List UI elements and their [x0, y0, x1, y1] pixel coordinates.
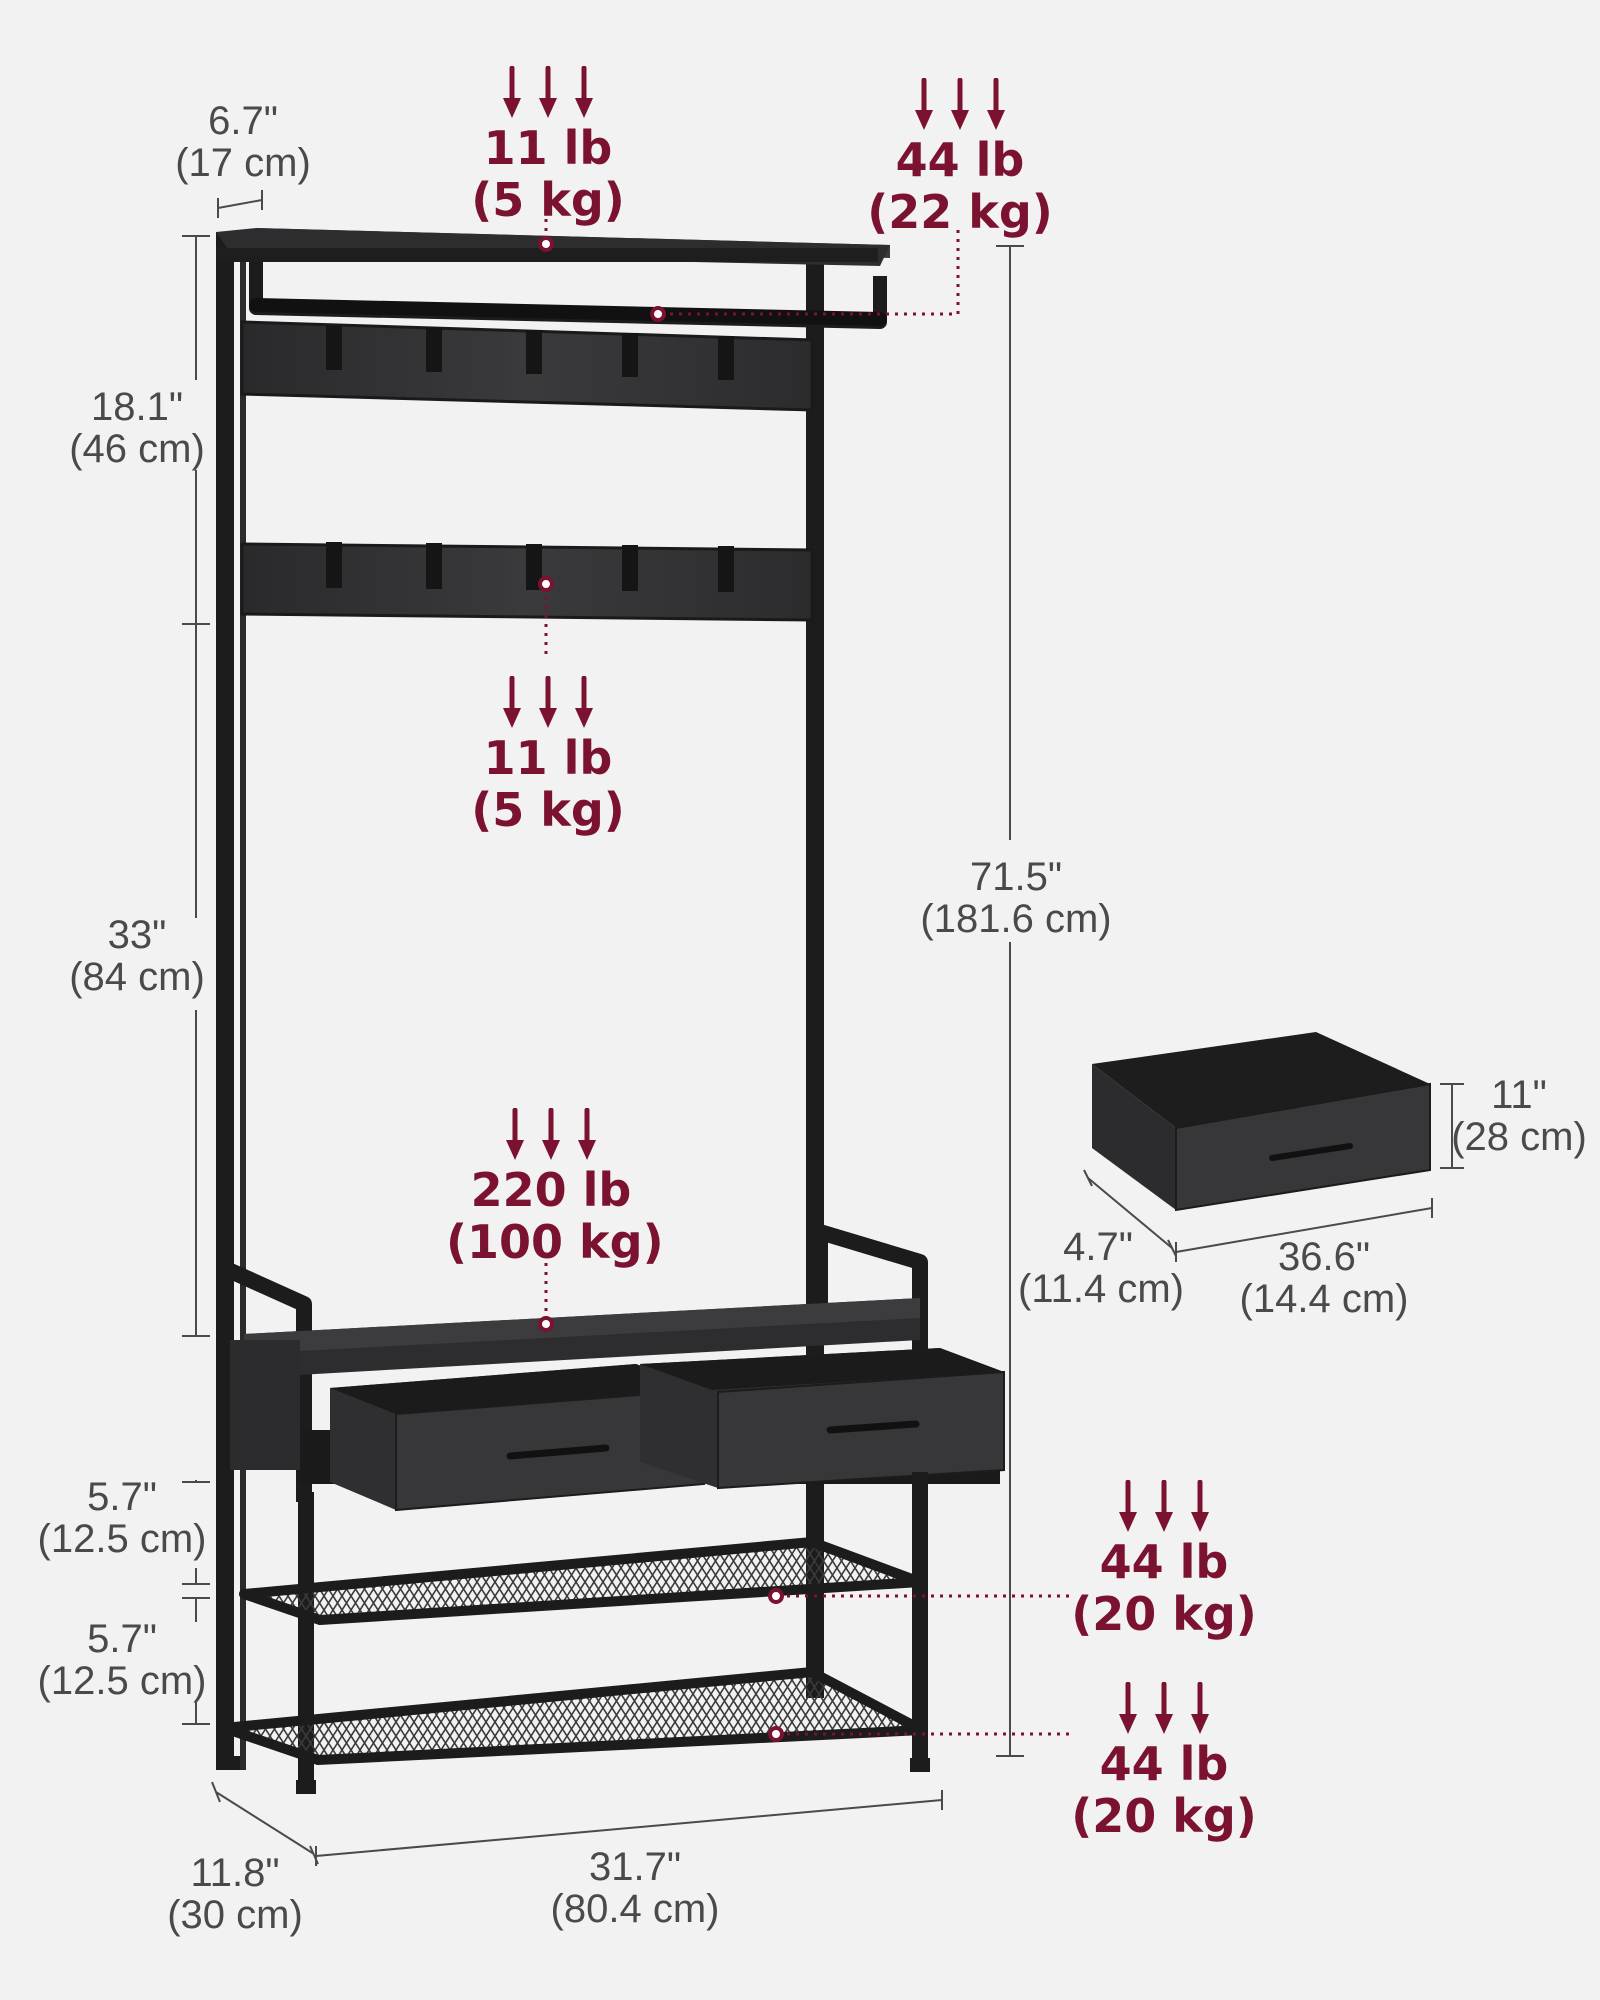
bench-load-kg: (100 kg) — [446, 1215, 664, 1269]
bench-load: 220 lb (100 kg) — [446, 1108, 664, 1269]
base-width-label: 31.7" (80.4 cm) — [530, 1846, 740, 1930]
drawer-height-cm: (28 cm) — [1451, 1115, 1587, 1159]
load-arrows-icon — [860, 78, 1060, 134]
shelf-gap-1-cm: (12.5 cm) — [37, 1517, 207, 1561]
upper-section-cm: (46 cm) — [69, 427, 205, 471]
base-depth-in: 11.8" — [190, 1851, 280, 1895]
shelf-gap-2-cm: (12.5 cm) — [37, 1659, 207, 1703]
drawer-height-in: 11" — [1491, 1073, 1547, 1117]
drawer-left — [330, 1364, 705, 1512]
shoe-shelf-lower-load-kg: (20 kg) — [1071, 1789, 1257, 1843]
shoe-shelf-lower — [219, 1667, 927, 1765]
shelf-gap-2-label: 5.7" (12.5 cm) — [32, 1618, 212, 1702]
drawer-detail — [1092, 1032, 1431, 1212]
load-points — [538, 236, 784, 1742]
total-height-label: 71.5" (181.6 cm) — [916, 856, 1116, 940]
top-depth-in: 6.7" — [208, 99, 278, 143]
hook-rail-upper — [240, 320, 814, 412]
base-width-cm: (80.4 cm) — [550, 1887, 720, 1931]
upper-section-label: 18.1" (46 cm) — [52, 386, 222, 470]
shelf-gap-2-in: 5.7" — [87, 1617, 157, 1661]
drawer-right — [640, 1348, 1005, 1490]
dimension-lines — [182, 190, 1464, 1866]
load-arrows-icon — [1064, 1682, 1264, 1738]
base-depth-label: 11.8" (30 cm) — [150, 1852, 320, 1936]
top-shelf-load-lb: 11 lb — [483, 121, 613, 175]
drawer-height-label: 11" (28 cm) — [1438, 1074, 1600, 1158]
total-height-in: 71.5" — [969, 855, 1063, 899]
shoe-shelf-upper-load-kg: (20 kg) — [1071, 1587, 1257, 1641]
load-arrows-icon — [1064, 1480, 1264, 1536]
base-width-in: 31.7" — [588, 1845, 682, 1889]
shoe-shelf-lower-load-lb: 44 lb — [1099, 1737, 1229, 1791]
top-shelf-load-kg: (5 kg) — [471, 173, 625, 227]
front-legs — [222, 1472, 930, 1794]
shoe-shelf-upper-load-lb: 44 lb — [1099, 1535, 1229, 1589]
drawer-depth-in: 4.7" — [1063, 1225, 1133, 1269]
load-arrows-icon — [448, 66, 648, 122]
drawer-depth-cm: (11.4 cm) — [1018, 1267, 1184, 1311]
top-depth-cm: (17 cm) — [175, 141, 311, 185]
shoe-shelf-upper — [239, 1537, 925, 1625]
hook-rail-lower — [240, 542, 814, 622]
top-shelf-load: 11 lb (5 kg) — [448, 66, 648, 226]
hook-rail-load: 11 lb (5 kg) — [448, 676, 648, 836]
shoe-shelf-lower-load: 44 lb (20 kg) — [1064, 1682, 1264, 1842]
shelf-gap-1-label: 5.7" (12.5 cm) — [32, 1476, 212, 1560]
middle-section-in: 33" — [107, 913, 167, 957]
bench-load-lb: 220 lb — [470, 1163, 632, 1217]
drawer-width-label: 36.6" (14.4 cm) — [1236, 1236, 1412, 1320]
load-arrows-icon — [446, 1108, 656, 1164]
hanging-rod-load: 44 lb (22 kg) — [860, 78, 1060, 238]
shelf-gap-1-in: 5.7" — [87, 1475, 157, 1519]
middle-section-label: 33" (84 cm) — [52, 914, 222, 998]
middle-section-cm: (84 cm) — [69, 955, 205, 999]
total-height-cm: (181.6 cm) — [920, 897, 1112, 941]
load-leaders — [544, 210, 1070, 1736]
hook-rail-load-lb: 11 lb — [483, 731, 613, 785]
hanging-rod — [249, 262, 887, 329]
top-depth-label: 6.7" (17 cm) — [158, 100, 328, 184]
drawer-width-cm: (14.4 cm) — [1239, 1277, 1409, 1321]
hook-rail-load-kg: (5 kg) — [471, 783, 625, 837]
load-arrows-icon — [448, 676, 648, 732]
hanging-rod-load-lb: 44 lb — [895, 133, 1025, 187]
drawer-depth-label: 4.7" (11.4 cm) — [1018, 1225, 1184, 1311]
base-depth-cm: (30 cm) — [167, 1893, 303, 1937]
shoe-shelf-upper-load: 44 lb (20 kg) — [1064, 1480, 1264, 1640]
hanging-rod-load-kg: (22 kg) — [867, 185, 1053, 239]
drawer-width-in: 36.6" — [1277, 1235, 1371, 1279]
upper-section-in: 18.1" — [90, 385, 184, 429]
